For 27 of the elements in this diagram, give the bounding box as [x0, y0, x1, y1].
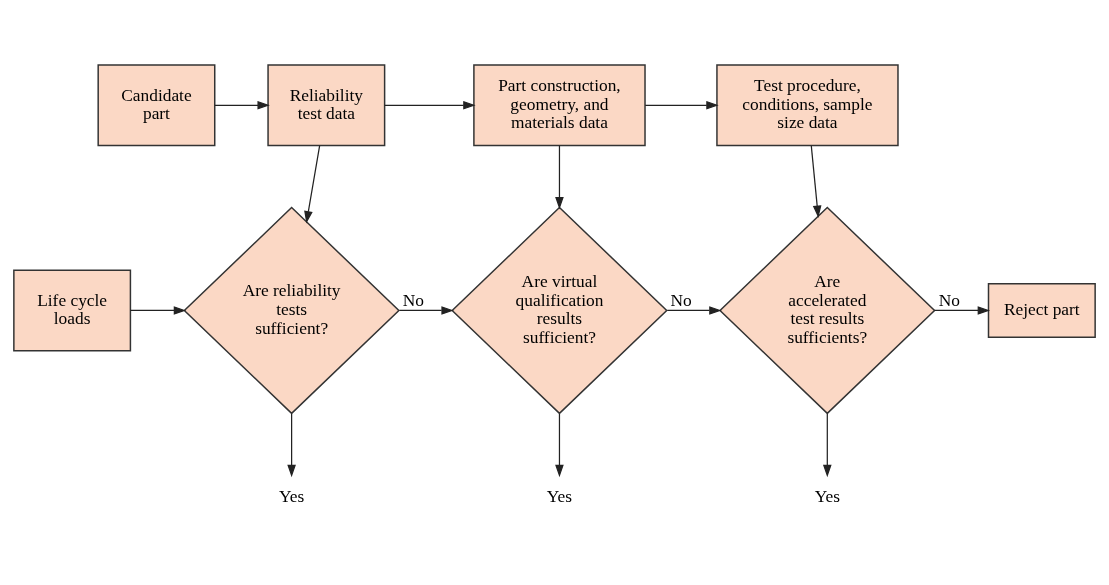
edge-label: No — [670, 290, 692, 310]
node-diamond: Are virtual qualification results sufficient? — [451, 206, 668, 415]
node-box: Candidate part — [97, 64, 216, 147]
arrow — [644, 100, 719, 110]
arrow — [214, 100, 270, 110]
node-text: Yes — [278, 487, 305, 507]
node-box: Test procedure, conditions, sample size data — [716, 64, 899, 147]
arrow — [810, 144, 822, 218]
arrow — [555, 413, 564, 478]
node-box: Part construction, geometry, and materials data — [473, 64, 646, 147]
arrow — [555, 144, 564, 210]
arrow — [287, 413, 296, 478]
node-box: Reject part — [987, 283, 1096, 338]
node-text: Yes — [546, 487, 573, 507]
node-box: Reliability test data — [267, 64, 386, 147]
node-text: Yes — [814, 487, 840, 507]
arrow — [933, 306, 991, 315]
edge-label: No — [938, 290, 960, 310]
arrow — [129, 306, 187, 315]
arrow — [384, 100, 476, 110]
arrow — [398, 306, 454, 315]
arrow — [666, 306, 722, 315]
node-box: Life cycle loads — [13, 269, 132, 352]
arrow — [304, 144, 321, 224]
node-diamond: Are reliability tests sufficient? — [183, 206, 400, 415]
arrow — [822, 413, 832, 478]
edge-label: No — [402, 290, 424, 310]
